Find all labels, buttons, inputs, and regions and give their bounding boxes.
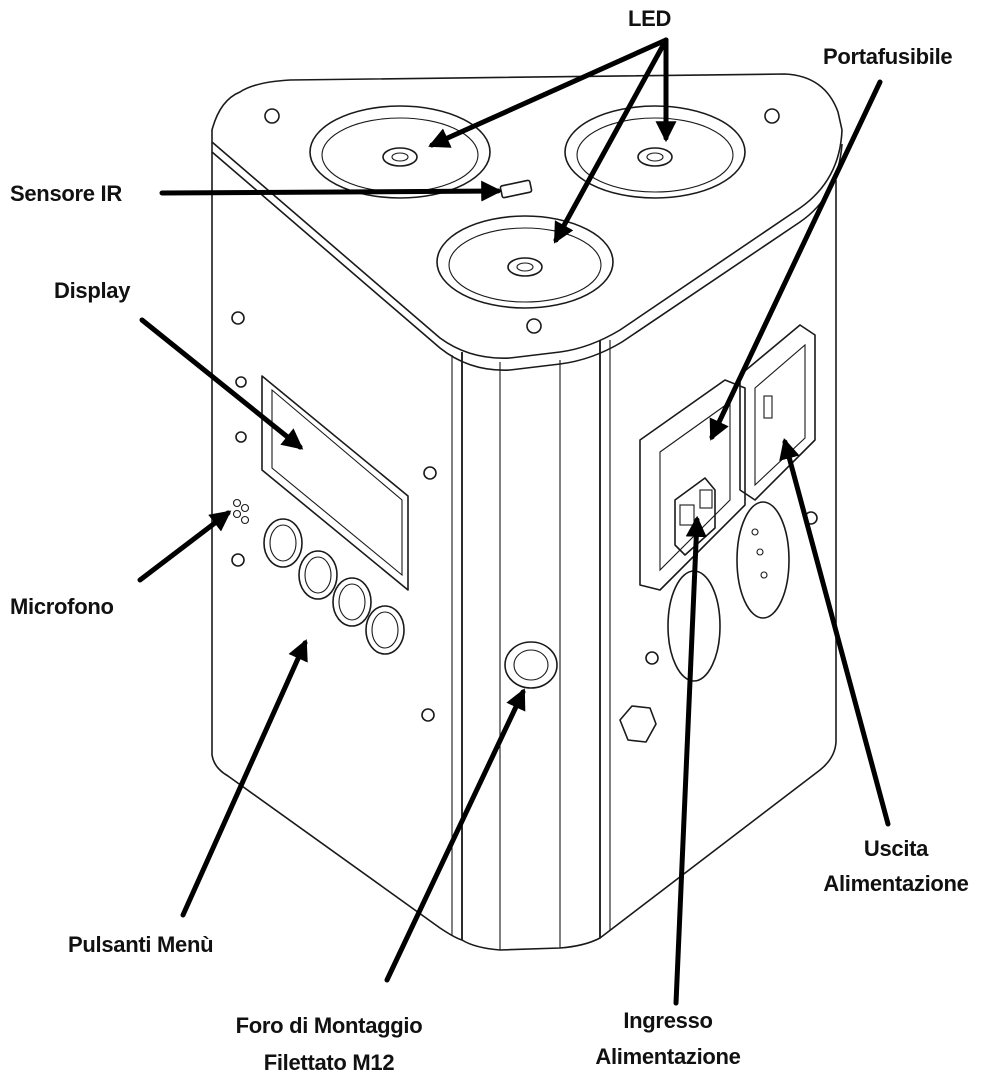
mounting-hole	[504, 641, 558, 689]
label-uscita-line2: Alimentazione	[823, 871, 968, 896]
label-display: Display	[54, 278, 131, 303]
arrow-uscita-alimentazione	[779, 437, 891, 827]
right-face	[599, 180, 837, 939]
label-led: LED	[628, 6, 671, 31]
xlr-connectors	[667, 501, 790, 682]
label-foro-line2: Filettato M12	[264, 1050, 395, 1075]
arrow-foro-montaggio	[384, 688, 526, 983]
front-column	[461, 340, 601, 951]
led-lens-left	[309, 105, 491, 199]
label-ingresso-line1: Ingresso	[623, 1008, 712, 1033]
hex-nut	[619, 705, 657, 743]
label-foro-line1: Foro di Montaggio	[236, 1013, 423, 1038]
led-lens-right	[564, 105, 746, 199]
left-face-screws	[231, 311, 437, 722]
arrow-portafusibile	[709, 79, 883, 441]
label-microfono: Microfono	[10, 594, 114, 619]
label-pulsanti-menu: Pulsanti Menù	[68, 932, 213, 957]
arrow-sensore-ir	[159, 180, 503, 202]
right-face-screws	[645, 511, 818, 665]
led-lens-center	[436, 215, 614, 309]
left-face	[211, 152, 463, 941]
arrow-led-center	[553, 37, 669, 244]
display-window	[261, 375, 409, 591]
label-ingresso-line2: Alimentazione	[595, 1044, 740, 1069]
arrow-pulsanti-menu	[180, 639, 308, 918]
arrow-microfono	[137, 510, 232, 583]
arrow-led-left	[428, 37, 669, 148]
label-portafusibile: Portafusibile	[823, 44, 952, 69]
top-screws	[264, 108, 780, 334]
top-plate	[211, 73, 843, 359]
device-body	[211, 73, 843, 951]
top-plate-edge	[211, 142, 843, 371]
ir-sensor-window	[499, 179, 533, 199]
power-out-module	[739, 324, 816, 501]
label-sensore-ir: Sensore IR	[10, 181, 122, 206]
label-uscita-line1: Uscita	[864, 836, 929, 861]
arrow-display	[139, 317, 304, 450]
microphone-holes	[232, 498, 250, 525]
callout-labels: LED Portafusibile Sensore IR Display Mic…	[10, 6, 969, 1075]
arrow-ingresso-alimentazione	[673, 515, 707, 1006]
menu-buttons	[263, 518, 405, 655]
callout-arrows	[137, 37, 891, 1006]
fuse-power-in-module	[639, 379, 746, 591]
